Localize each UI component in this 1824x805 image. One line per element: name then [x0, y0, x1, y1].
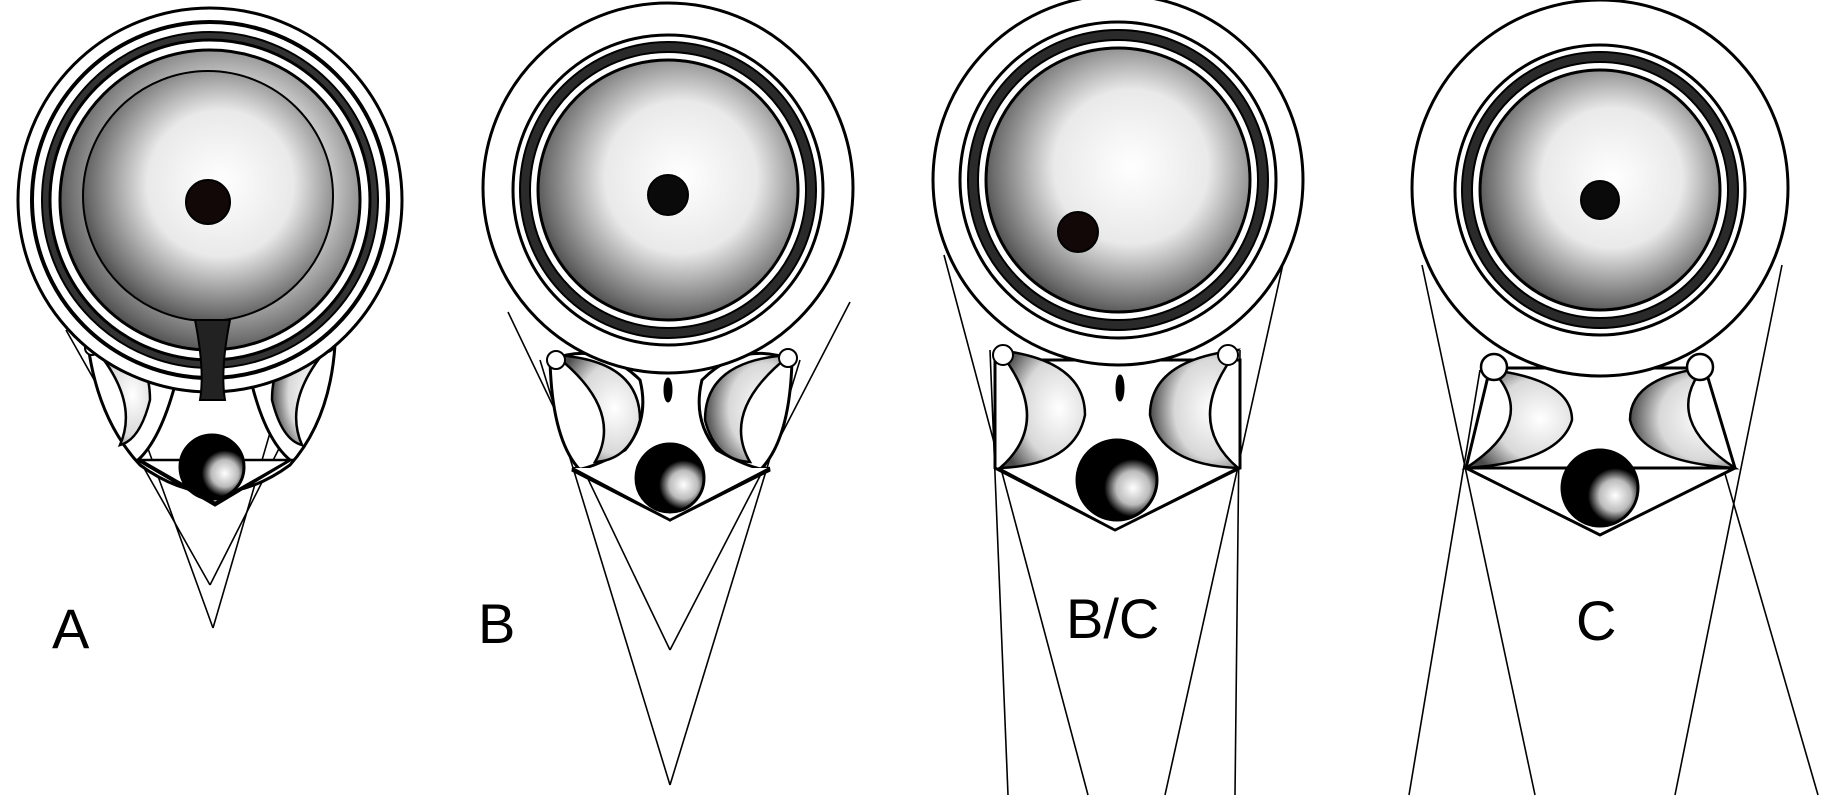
wick-hole — [1075, 438, 1159, 522]
lamp-c — [1408, 0, 1819, 796]
filling-hole — [1580, 180, 1620, 220]
volute-left — [995, 348, 1087, 470]
volute-right — [703, 353, 794, 464]
wick-hole — [1560, 448, 1640, 528]
label-bc: B/C — [1066, 587, 1159, 650]
label-c: C — [1576, 589, 1616, 652]
label-b: B — [478, 592, 515, 655]
filling-hole — [1057, 211, 1099, 253]
filling-hole — [647, 174, 689, 216]
volute-left — [1461, 368, 1574, 470]
volute-right — [1148, 348, 1242, 470]
wick-hole — [178, 433, 246, 501]
wick-hole — [634, 442, 706, 514]
volute-right — [1628, 366, 1740, 470]
lamp-a — [16, 6, 404, 629]
lamp-b — [481, 1, 855, 786]
label-a: A — [52, 597, 90, 660]
filling-hole — [185, 179, 231, 225]
volute-left — [551, 353, 642, 464]
lamp-bc — [931, 0, 1305, 796]
